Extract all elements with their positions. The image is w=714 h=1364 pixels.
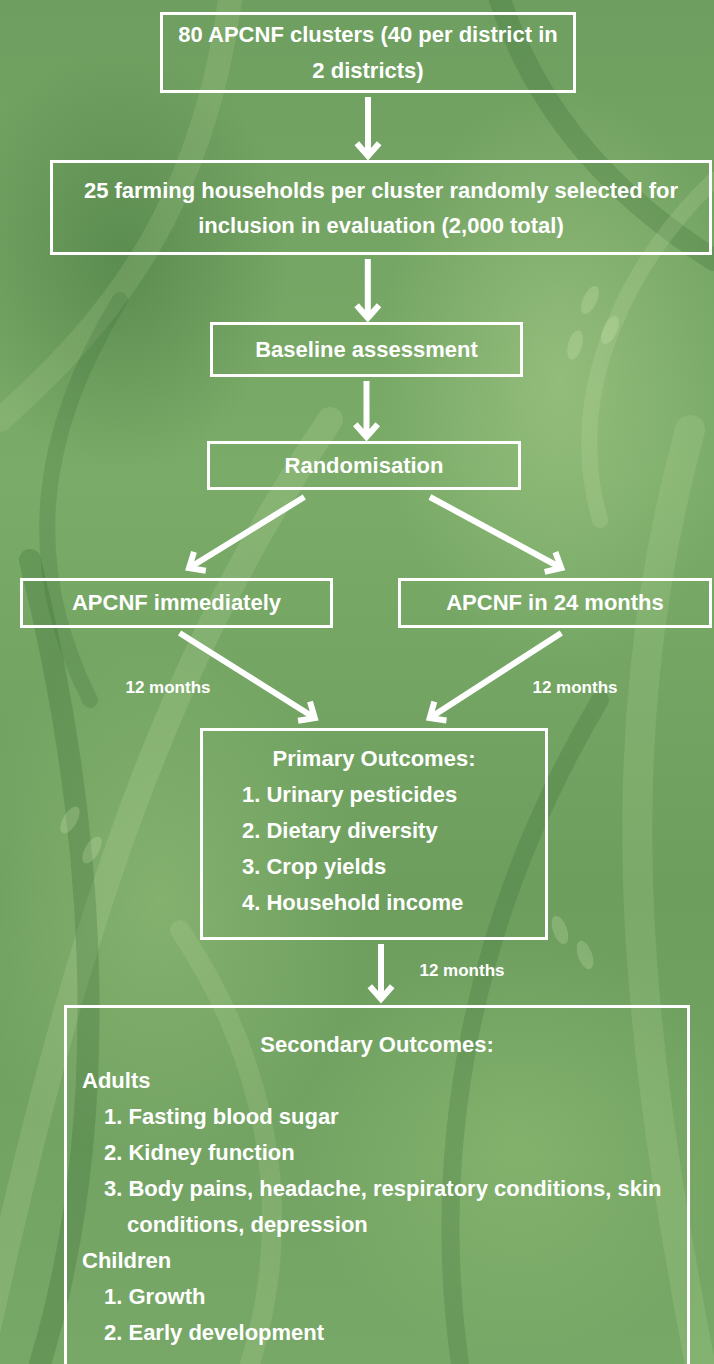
- edge-label: 12 months: [532, 677, 617, 699]
- rice-grain: [56, 804, 83, 837]
- arrow-connector: [430, 633, 562, 721]
- rice-grain: [564, 329, 585, 362]
- edge-label: 12 months: [125, 677, 210, 699]
- list-item: 1. Growth: [82, 1279, 672, 1315]
- list-item: 2. Kidney function: [82, 1135, 672, 1171]
- box-heading: Primary Outcomes:: [223, 741, 525, 777]
- list-item: 3. Body pains, headache, respiratory con…: [82, 1171, 672, 1243]
- list-item: 4. Household income: [223, 885, 525, 921]
- rice-grain: [573, 939, 596, 972]
- box-label: 80 APCNF clusters (40 per district in 2 …: [173, 17, 563, 89]
- outcome-box: Secondary Outcomes:Adults1. Fasting bloo…: [64, 1005, 690, 1364]
- list-item: 3. Crop yields: [223, 849, 525, 885]
- rice-grain: [78, 834, 105, 867]
- group-heading: Children: [82, 1243, 672, 1279]
- list-item: 1. Urinary pesticides: [223, 777, 525, 813]
- arrow-connector: [180, 633, 315, 721]
- arrow-connector: [357, 259, 379, 318]
- process-box: Randomisation: [207, 441, 521, 490]
- arrow-connector: [357, 97, 379, 156]
- rice-leaf: [0, 0, 230, 420]
- list-item: 2. Dietary diversity: [223, 813, 525, 849]
- arrow-connector: [189, 497, 304, 571]
- arm-box: APCNF in 24 months: [398, 578, 712, 628]
- rice-grain: [597, 313, 622, 346]
- edge-label: 12 months: [419, 960, 504, 982]
- outcome-box: Primary Outcomes:1. Urinary pesticides2.…: [200, 728, 548, 940]
- arrow-connector: [430, 497, 561, 572]
- process-box: 25 farming households per cluster random…: [50, 160, 712, 255]
- rice-grain: [548, 914, 571, 947]
- rice-grain: [577, 283, 602, 316]
- list-item: 2. Early development: [82, 1315, 672, 1351]
- rice-leaf: [47, 300, 120, 700]
- box-label: Baseline assessment: [223, 332, 510, 368]
- box-label: 25 farming households per cluster random…: [65, 173, 697, 243]
- rice-leaf: [637, 430, 700, 1364]
- rice-leaf: [589, 180, 714, 520]
- list-item: 1. Fasting blood sugar: [82, 1099, 672, 1135]
- box-heading: Secondary Outcomes:: [82, 1027, 672, 1063]
- arrow-connector: [355, 381, 377, 437]
- box-label: APCNF immediately: [33, 585, 320, 621]
- arm-box: APCNF immediately: [20, 578, 333, 628]
- process-box: 80 APCNF clusters (40 per district in 2 …: [160, 12, 576, 93]
- box-label: APCNF in 24 months: [411, 585, 699, 621]
- box-label: Randomisation: [220, 448, 508, 484]
- arrow-connector: [370, 944, 392, 999]
- group-heading: Adults: [82, 1063, 672, 1099]
- process-box: Baseline assessment: [210, 322, 523, 377]
